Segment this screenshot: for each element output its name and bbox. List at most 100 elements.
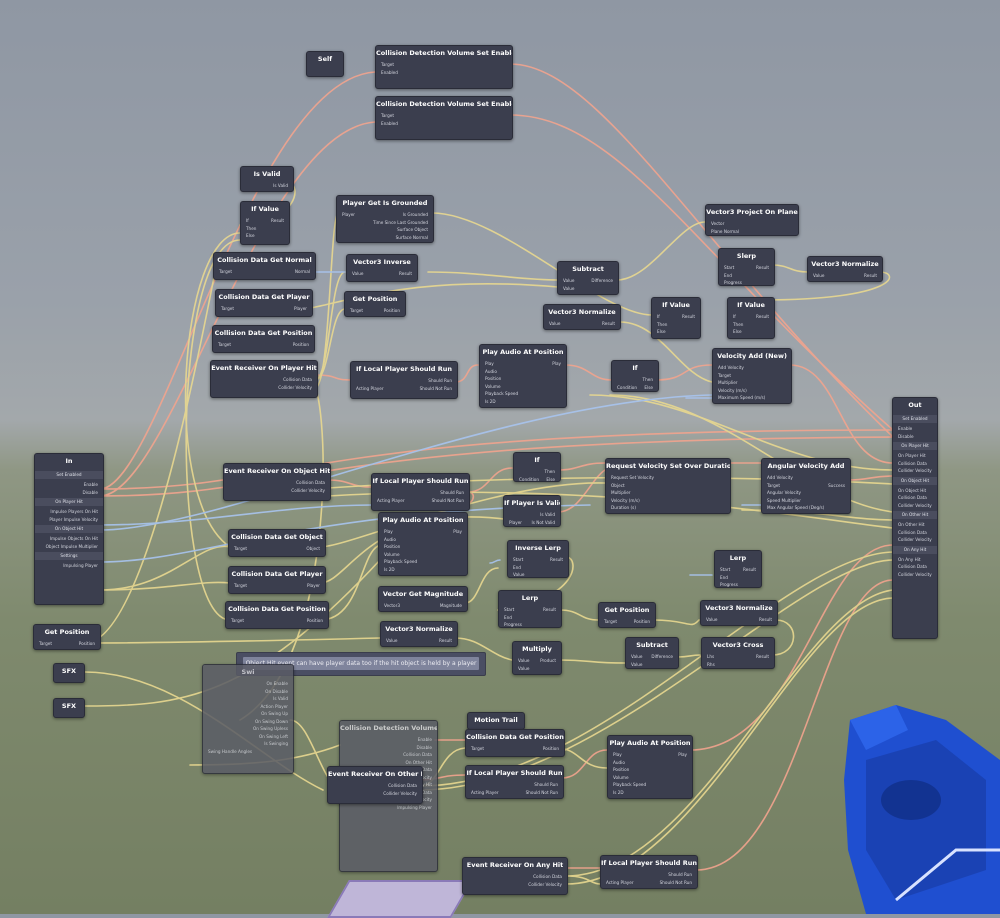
port-row[interactable]: Progress (499, 621, 561, 627)
port-row[interactable]: Playback Speed (608, 781, 692, 789)
port-row[interactable]: Is Swinging (203, 740, 293, 748)
port-row[interactable]: Angular Velocity (762, 489, 850, 497)
port-row[interactable]: Collision Data (340, 751, 437, 759)
port-row[interactable]: Audio (480, 368, 566, 376)
port-row[interactable]: Target (713, 372, 791, 380)
node-sfx-1[interactable]: SFX (53, 663, 85, 683)
port-row[interactable]: Target (376, 112, 512, 120)
port-row[interactable]: Collider Velocity (328, 790, 422, 798)
port-row[interactable]: Is 2D (379, 566, 467, 574)
port-row[interactable]: Impulse Players On Hit (35, 508, 103, 516)
port-row[interactable]: Time Since Last Grounded (337, 219, 433, 227)
port-row[interactable]: Value (513, 665, 561, 673)
port-row[interactable]: Volume (480, 383, 566, 391)
port-row[interactable]: Impulse Objects On Hit (35, 535, 103, 543)
port-row[interactable]: On Swing Up (203, 710, 293, 718)
port-row[interactable]: Collider Velocity (893, 467, 937, 475)
port-row[interactable]: Position (480, 375, 566, 383)
port-row[interactable]: Enabled (376, 120, 512, 128)
port-row[interactable]: Disable (340, 744, 437, 752)
port-row[interactable]: Volume (608, 774, 692, 782)
port-row[interactable]: Add Velocity (713, 364, 791, 372)
port-row[interactable]: Disable (35, 489, 103, 497)
port-row[interactable]: Object (606, 482, 730, 490)
node-sfx-2[interactable]: SFX (53, 698, 85, 718)
port-row[interactable]: Velocity (m/s) (713, 387, 791, 395)
port-row[interactable]: Position (379, 543, 467, 551)
port-row[interactable]: On Any Hit (893, 556, 937, 564)
port-row[interactable]: On Other Hit (340, 759, 437, 767)
port-row[interactable]: Max Angular Speed (Deg/s) (762, 504, 850, 512)
port-row[interactable]: On Swing Down (203, 718, 293, 726)
port-row[interactable]: Rhs (702, 661, 774, 669)
port-row[interactable]: Audio (608, 759, 692, 767)
port-row[interactable]: Else (652, 328, 700, 336)
port-row[interactable]: Is 2D (480, 398, 566, 406)
port-row[interactable]: Collider Velocity (893, 502, 937, 510)
port-row[interactable]: On Other Hit (893, 521, 937, 529)
node-motion-trail[interactable]: Motion Trail (467, 712, 525, 730)
port-row[interactable]: Target (376, 61, 512, 69)
port-row[interactable]: Velocity (m/s) (606, 497, 730, 505)
port-row[interactable]: On Object Hit (893, 487, 937, 495)
port-row[interactable]: Value (558, 285, 618, 293)
port-row[interactable]: Then (612, 376, 658, 384)
port-row[interactable]: Then (514, 468, 560, 476)
port-row[interactable]: Should Run (466, 781, 563, 789)
port-row[interactable]: Enable (340, 736, 437, 744)
port-row[interactable]: Collision Data (211, 376, 317, 384)
port-row[interactable]: Is 2D (608, 789, 692, 797)
port-row[interactable]: End (508, 564, 568, 572)
port-row[interactable]: Collision Data (893, 494, 937, 502)
port-row[interactable]: Value (508, 571, 568, 577)
port-row[interactable]: Else (241, 232, 289, 240)
port-row[interactable]: Collision Data (328, 782, 422, 790)
port-row[interactable]: Plane Normal (706, 228, 798, 236)
node-self[interactable]: Self (306, 51, 344, 77)
